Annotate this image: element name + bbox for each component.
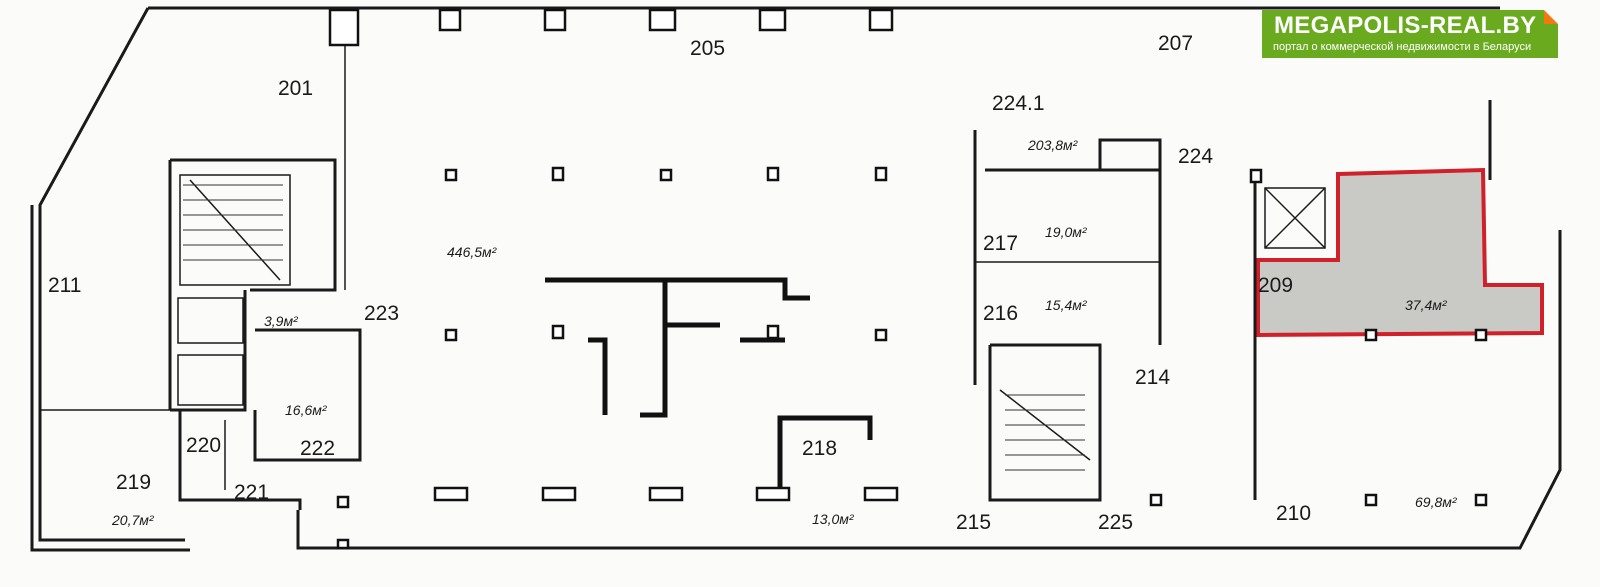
area-3-9: 3,9м² [264, 313, 299, 329]
area-15-4: 15,4м² [1045, 297, 1088, 313]
room-215[interactable]: 215 [956, 511, 991, 534]
room-223[interactable]: 223 [364, 302, 399, 325]
columns [328, 8, 1488, 550]
area-13-0: 13,0м² [812, 511, 855, 527]
logo-title: MEGAPOLIS-REAL.BY [1274, 12, 1537, 39]
room-216[interactable]: 216 [983, 302, 1018, 325]
room-221[interactable]: 221 [234, 481, 269, 504]
room-219[interactable]: 219 [116, 471, 151, 494]
room-224-1[interactable]: 224.1 [992, 92, 1045, 115]
staircase-center [1005, 394, 1085, 471]
area-203-8: 203,8м² [1027, 137, 1079, 153]
logo-corner-fold-icon [1544, 10, 1558, 24]
highlighted-unit-209[interactable] [1256, 167, 1544, 338]
room-217[interactable]: 217 [983, 232, 1018, 255]
room-211[interactable]: 211 [48, 274, 81, 297]
room-201[interactable]: 201 [278, 77, 313, 100]
room-205[interactable]: 205 [690, 37, 725, 60]
area-69-8: 69,8м² [1415, 494, 1458, 510]
room-225[interactable]: 225 [1098, 511, 1133, 534]
area-16-6: 16,6м² [285, 402, 328, 418]
area-446-5: 446,5м² [447, 244, 498, 260]
room-224[interactable]: 224 [1178, 145, 1213, 168]
room-218[interactable]: 218 [802, 437, 837, 460]
room-220[interactable]: 220 [186, 434, 221, 457]
room-222[interactable]: 222 [300, 437, 335, 460]
area-20-7: 20,7м² [111, 512, 155, 528]
room-areas: 203,8м² 446,5м² 19,0м² 15,4м² 37,4м² 3,9… [111, 137, 1458, 528]
room-209[interactable]: 209 [1258, 274, 1293, 297]
area-19-0: 19,0м² [1045, 224, 1088, 240]
room-210[interactable]: 210 [1276, 502, 1311, 525]
megapolis-real-logo[interactable]: MEGAPOLIS-REAL.BY портал о коммерческой … [1262, 10, 1558, 58]
logo-subtitle: портал о коммерческой недвижимости в Бел… [1273, 41, 1532, 53]
area-37-4: 37,4м² [1405, 297, 1448, 313]
interior-walls [40, 20, 1326, 510]
room-214[interactable]: 214 [1135, 366, 1170, 389]
room-numbers: 201 205 207 224.1 224 211 217 216 209 22… [48, 32, 1311, 534]
staircase-left [183, 184, 283, 261]
exterior-walls [30, 6, 1562, 552]
room-207[interactable]: 207 [1158, 32, 1193, 55]
